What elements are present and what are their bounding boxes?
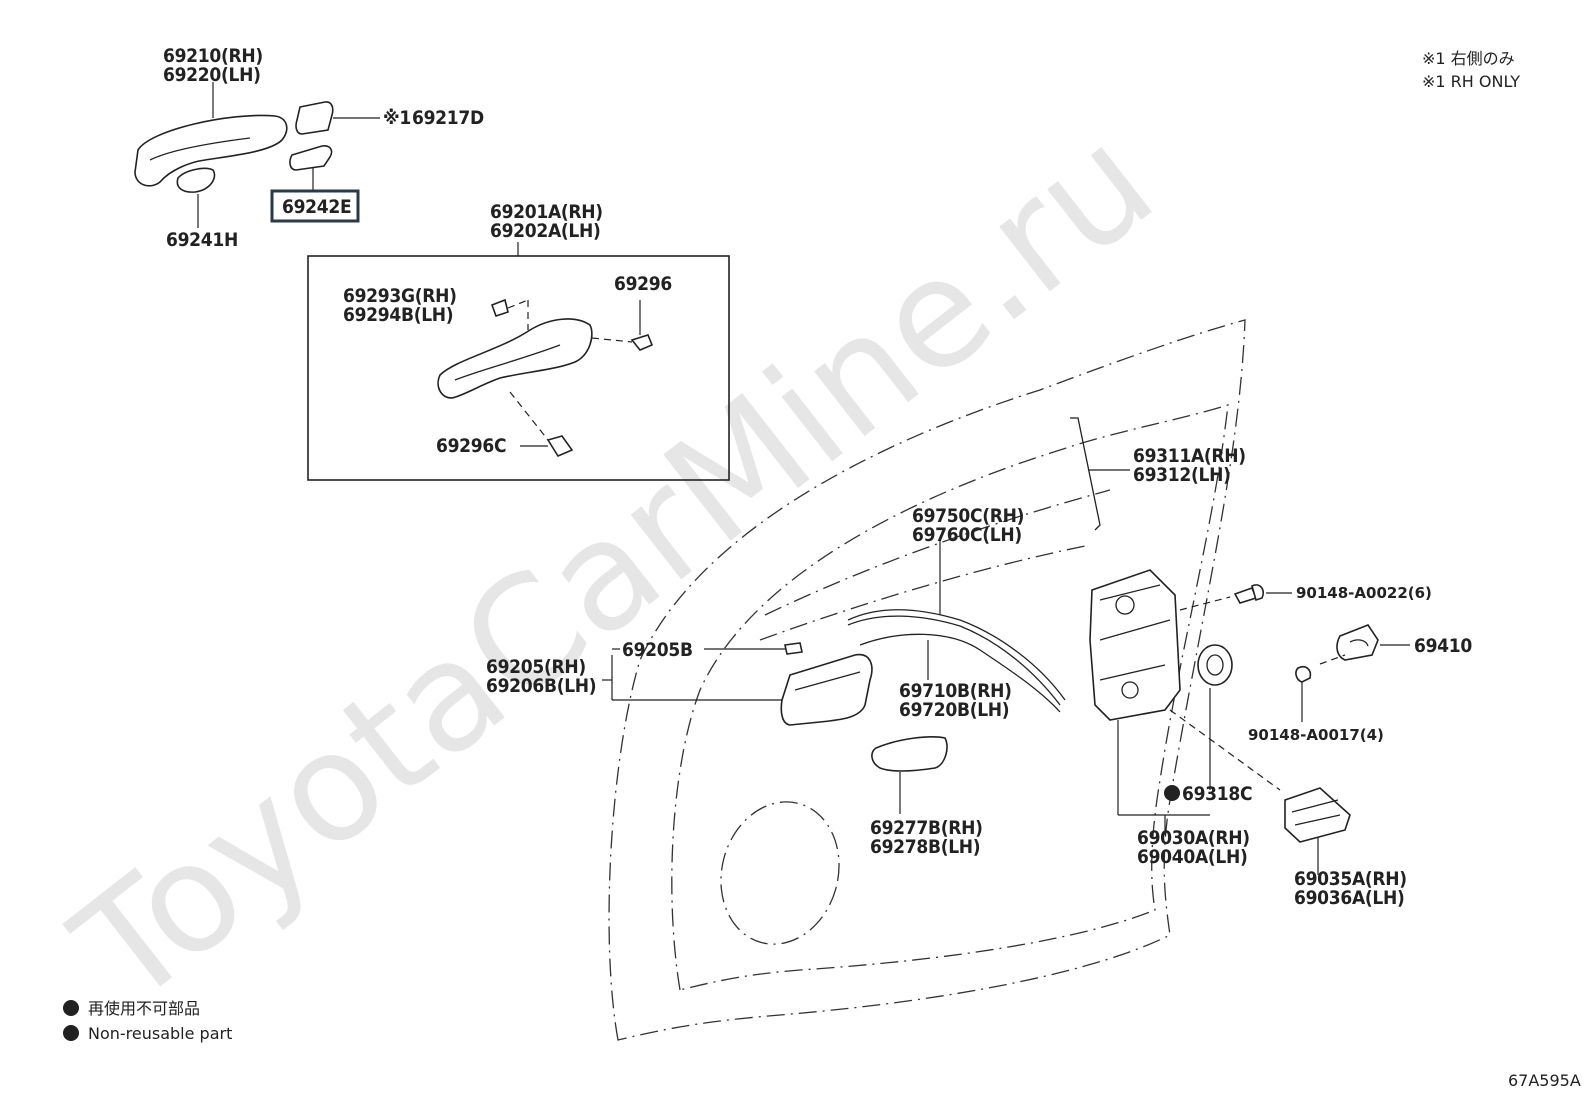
nonreusable-dot-69318C (1164, 785, 1180, 801)
screw-90148-a0022 (1233, 584, 1292, 604)
label-69205: 69205(RH) (486, 656, 586, 678)
note-rh-only-en: ※1 RH ONLY (1422, 72, 1520, 91)
label-69030A: 69030A(RH) (1137, 827, 1250, 849)
label-69220: 69220(LH) (163, 64, 261, 86)
label-69278B: 69278B(LH) (870, 836, 980, 858)
label-69202A: 69202A(LH) (490, 220, 601, 242)
lock-cover (1284, 787, 1351, 875)
label-69311A: 69311A(RH) (1133, 445, 1246, 467)
label-69296C: 69296C (436, 435, 506, 457)
diagram-code: 67A595A (1508, 1071, 1581, 1090)
label-69720B: 69720B(LH) (899, 699, 1009, 721)
label-69410: 69410 (1414, 635, 1472, 657)
legend-nonreusable-en: Non-reusable part (88, 1024, 232, 1043)
label-69318C: 69318C (1182, 783, 1252, 805)
legend-dot-en (63, 1025, 79, 1041)
label-69294B: 69294B(LH) (343, 304, 453, 326)
door-outline (608, 319, 1246, 1041)
cables (847, 540, 1066, 713)
outside-handle (134, 82, 380, 228)
screw-90148-a0017 (1295, 665, 1312, 722)
label-69241H: 69241H (166, 229, 238, 251)
legend-dot-jp (63, 1000, 79, 1016)
label-90148-a0022: 90148-A0022(6) (1296, 584, 1432, 602)
label-69035A: 69035A(RH) (1294, 868, 1407, 890)
label-69217D-mark: ※1 (383, 107, 411, 129)
lock-rod (1070, 417, 1130, 531)
label-69201A: 69201A(RH) (490, 201, 603, 223)
label-69205B: 69205B (622, 639, 693, 661)
label-69277B: 69277B(RH) (870, 817, 983, 839)
label-69206B: 69206B(LH) (486, 675, 596, 697)
handle-frame (437, 298, 654, 458)
striker-69410 (1319, 624, 1410, 665)
label-69036A: 69036A(LH) (1294, 887, 1405, 909)
label-69312: 69312(LH) (1133, 464, 1231, 486)
label-69296: 69296 (614, 273, 672, 295)
note-rh-only-jp: ※1 右側のみ (1422, 49, 1515, 68)
lock-assembly (1089, 569, 1281, 835)
highlight-box-69242E (270, 189, 360, 223)
label-69293G: 69293G(RH) (343, 285, 457, 307)
label-69210: 69210(RH) (163, 45, 263, 67)
inside-handle (602, 642, 873, 726)
label-69750C: 69750C(RH) (912, 505, 1024, 527)
label-69710B: 69710B(RH) (899, 680, 1012, 702)
legend-nonreusable-jp: 再使用不可部品 (88, 999, 200, 1018)
handle-bezel (871, 736, 948, 814)
label-69242E: 69242E (282, 196, 351, 218)
label-69040A: 69040A(LH) (1137, 846, 1248, 868)
label-69217D: 69217D (412, 107, 484, 129)
label-90148-a0017: 90148-A0017(4) (1248, 726, 1384, 744)
assembly-box (307, 255, 730, 481)
label-69760C: 69760C(LH) (912, 524, 1022, 546)
